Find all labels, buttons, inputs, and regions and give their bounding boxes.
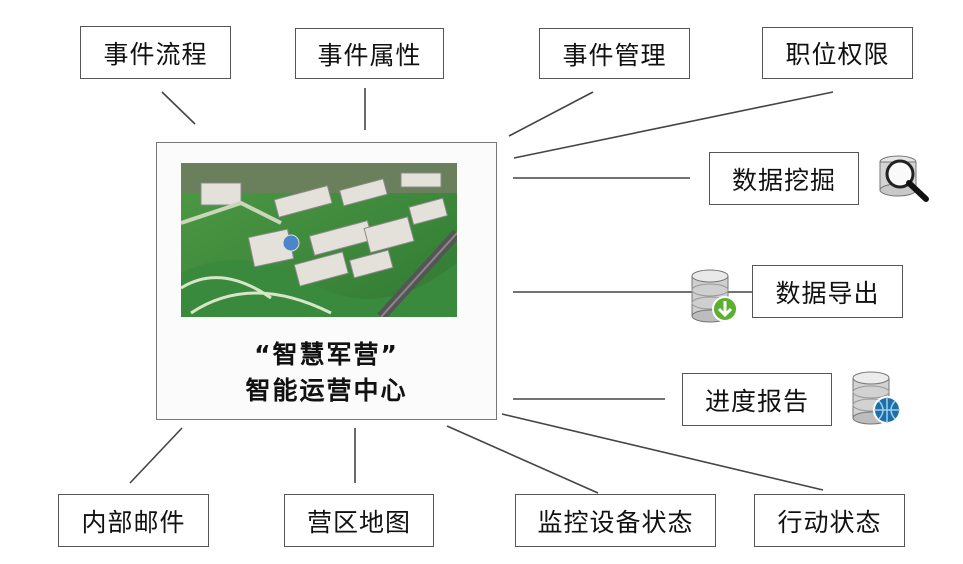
node-event-flow[interactable]: 事件流程 — [80, 26, 231, 79]
line-event-management — [508, 91, 594, 137]
center-panel: “智慧军营” 智能运营中心 — [156, 142, 497, 420]
node-internal-mail[interactable]: 内部邮件 — [58, 494, 209, 547]
line-action-status — [501, 413, 824, 491]
line-internal-mail — [129, 427, 183, 484]
node-camp-map[interactable]: 营区地图 — [284, 494, 434, 547]
node-data-export[interactable]: 数据导出 — [752, 265, 903, 318]
line-monitoring — [446, 425, 599, 494]
line-event-flow — [161, 91, 196, 125]
node-position-permissions[interactable]: 职位权限 — [762, 27, 913, 79]
node-action-status[interactable]: 行动状态 — [754, 494, 905, 547]
database-globe-icon — [849, 370, 905, 430]
node-event-attributes[interactable]: 事件属性 — [295, 28, 444, 79]
campus-aerial-image — [181, 163, 457, 317]
node-monitoring-device-status[interactable]: 监控设备状态 — [515, 494, 716, 547]
line-position-permissions — [513, 91, 834, 159]
node-event-management[interactable]: 事件管理 — [539, 28, 690, 79]
database-download-icon — [688, 268, 742, 328]
center-title-line2: 智能运营中心 — [245, 376, 408, 405]
node-progress-report[interactable]: 进度报告 — [682, 373, 832, 426]
node-data-mining[interactable]: 数据挖掘 — [709, 152, 859, 205]
center-title-line1: “智慧军营” — [254, 340, 399, 369]
magnifier-database-icon — [876, 150, 932, 208]
